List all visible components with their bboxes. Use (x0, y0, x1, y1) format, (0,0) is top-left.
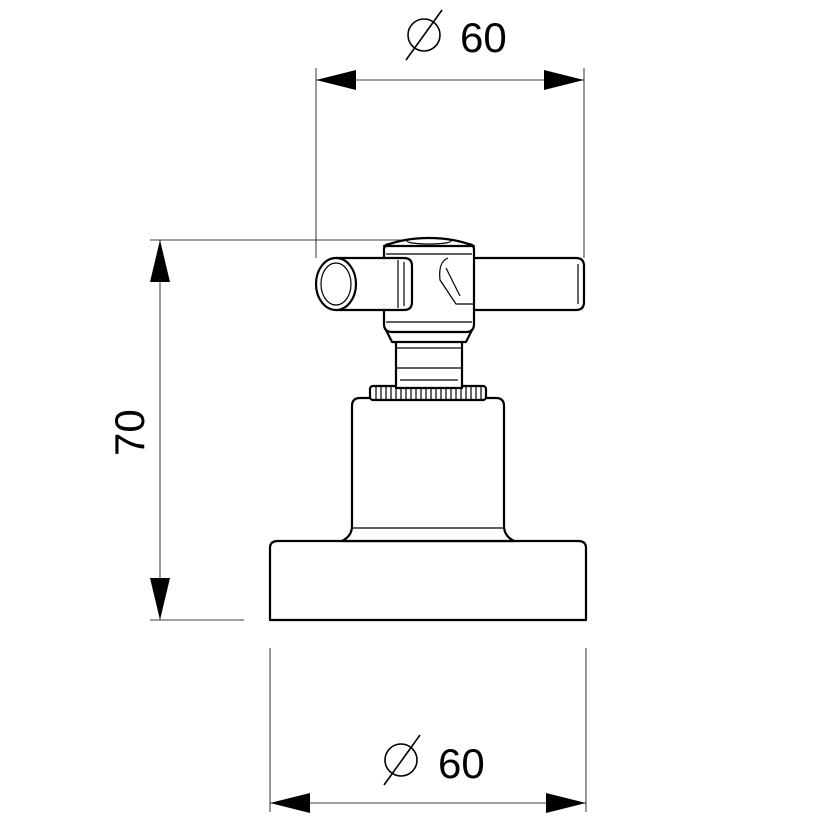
left-arm-end-cap (314, 256, 358, 312)
bottom-diameter-dimension: 60 (269, 648, 587, 813)
top-diameter-value: 60 (460, 14, 507, 61)
right-lever-arm (452, 256, 586, 312)
bottom-dim-arrow-right (546, 793, 586, 813)
top-diameter-dimension: 60 (315, 9, 585, 258)
left-lever-arm (334, 256, 414, 312)
hub-cap-disc (406, 237, 452, 245)
base-flange (268, 539, 588, 622)
top-diameter-symbol-icon (405, 9, 443, 61)
height-dim-arrow-top (150, 240, 170, 282)
top-dim-arrow-right (544, 70, 584, 90)
valve-body (340, 396, 516, 543)
hub-facet (439, 257, 474, 305)
height-value: 70 (106, 409, 153, 456)
top-dim-arrow-left (316, 70, 356, 90)
hub-cap (382, 236, 476, 248)
hub-facet-inner (445, 267, 461, 297)
height-dim-arrow-bottom (150, 578, 170, 620)
bottom-diameter-value: 60 (438, 740, 485, 787)
bottom-diameter-symbol-icon (383, 734, 421, 786)
height-dimension: 70 (106, 239, 415, 621)
left-arm-end-cap-inner (320, 262, 352, 306)
bottom-dim-arrow-left (270, 793, 310, 813)
tap-handle-drawing (268, 236, 588, 622)
